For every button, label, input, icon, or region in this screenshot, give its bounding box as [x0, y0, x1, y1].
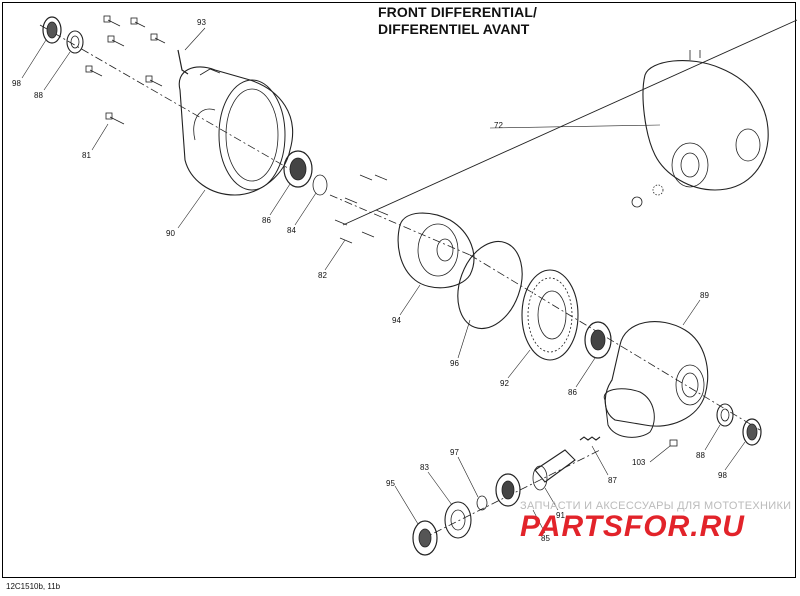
callout-93: 93 [197, 18, 206, 27]
watermark-tagline: ЗАПЧАСТИ И АКСЕССУАРЫ ДЛЯ МОТОТЕХНИКИ [520, 500, 792, 512]
callout-90: 90 [166, 229, 175, 238]
carrier-94 [397, 212, 475, 289]
callout-87: 87 [608, 476, 617, 485]
callout-92: 92 [500, 379, 509, 388]
seal-98-lower [742, 418, 762, 446]
bolts-81 [85, 15, 166, 125]
callout-81: 81 [82, 151, 91, 160]
callout-85: 85 [541, 534, 550, 543]
bearing-86-upper [283, 150, 313, 188]
callout-89: 89 [700, 291, 709, 300]
callout-84: 84 [287, 226, 296, 235]
bolts-82 [334, 174, 389, 244]
seal-98-upper [42, 16, 62, 44]
callout-98: 98 [718, 471, 727, 480]
housing-89 [603, 321, 709, 438]
callout-98: 98 [12, 79, 21, 88]
callout-83: 83 [420, 463, 429, 472]
callout-86: 86 [568, 388, 577, 397]
axis-line-lower [469, 254, 761, 431]
callout-82: 82 [318, 271, 327, 280]
ring-96 [457, 240, 523, 330]
ring-small [476, 495, 488, 511]
callout-labels: 98 88 81 93 90 86 84 82 94 96 92 86 89 7… [12, 18, 727, 543]
callout-96: 96 [450, 359, 459, 368]
separator-line [342, 19, 798, 226]
seal-95 [412, 520, 438, 556]
assembly-72 [642, 50, 769, 191]
drawing-frame [2, 2, 796, 578]
callout-103: 103 [632, 458, 646, 467]
callout-97: 97 [450, 448, 459, 457]
watermark-logo: PARTSFOR.RU [520, 510, 745, 543]
ring-gear-92 [521, 269, 579, 361]
callout-95: 95 [386, 479, 395, 488]
callout-91: 91 [556, 511, 565, 520]
callout-88: 88 [696, 451, 705, 460]
fasteners-72 [631, 184, 664, 208]
bearing-97 [495, 473, 521, 507]
breather-93 [177, 49, 189, 75]
callout-86: 86 [262, 216, 271, 225]
housing-90 [178, 66, 294, 196]
axis-line-upper [39, 24, 301, 176]
title-line-2: DIFFERENTIEL AVANT [378, 21, 530, 37]
title-line-1: FRONT DIFFERENTIAL/ [378, 4, 537, 20]
bearing-88-lower [716, 403, 734, 427]
ring-84 [312, 174, 328, 196]
callout-72: 72 [494, 121, 503, 130]
bearing-86-lower [584, 321, 612, 359]
leader-lines [21, 27, 746, 534]
plug-103 [669, 439, 678, 447]
bearing-88-upper [66, 30, 84, 54]
drawing-code: 12C1510b, 11b [6, 582, 61, 591]
nut-83 [444, 501, 472, 539]
callout-94: 94 [392, 316, 401, 325]
pinion-91 [532, 449, 576, 491]
diagram-title: FRONT DIFFERENTIAL/ DIFFERENTIEL AVANT [378, 4, 537, 38]
callout-88: 88 [34, 91, 43, 100]
spring-87 [579, 436, 601, 441]
